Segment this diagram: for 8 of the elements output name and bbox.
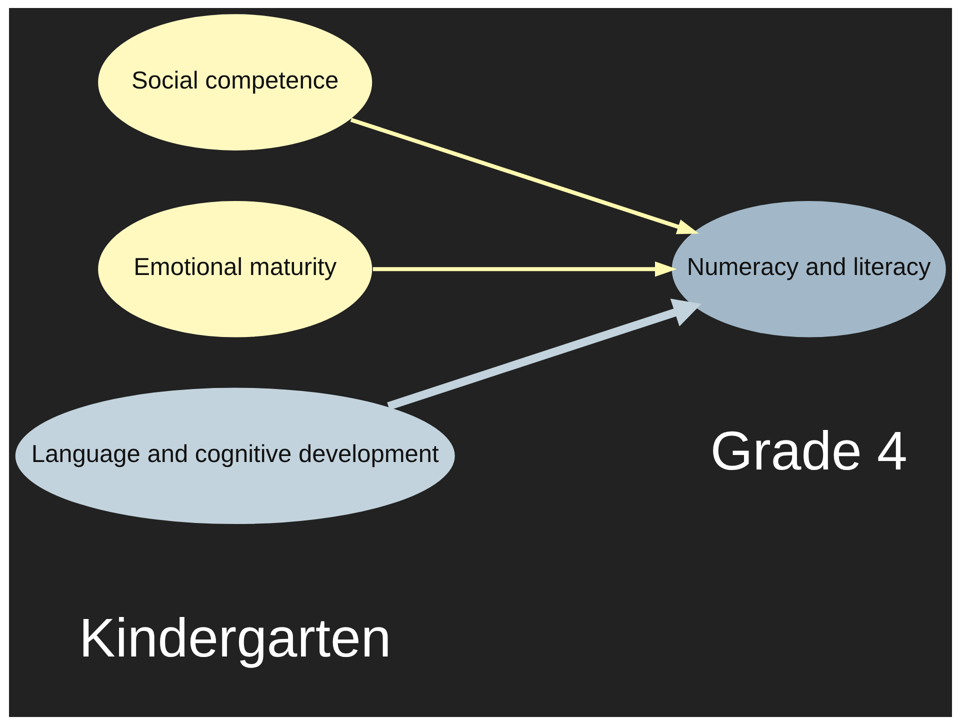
node-ellipse: Language and cognitive development: [13, 386, 456, 526]
arrow: [386, 298, 701, 410]
node-ellipse: Emotional maturity: [96, 200, 373, 339]
arrow: [372, 261, 676, 277]
node-ellipse: Social competence: [96, 12, 373, 152]
label: Kindergarten: [78, 607, 391, 668]
label: Grade 4: [710, 420, 907, 482]
arrow: [350, 118, 699, 234]
